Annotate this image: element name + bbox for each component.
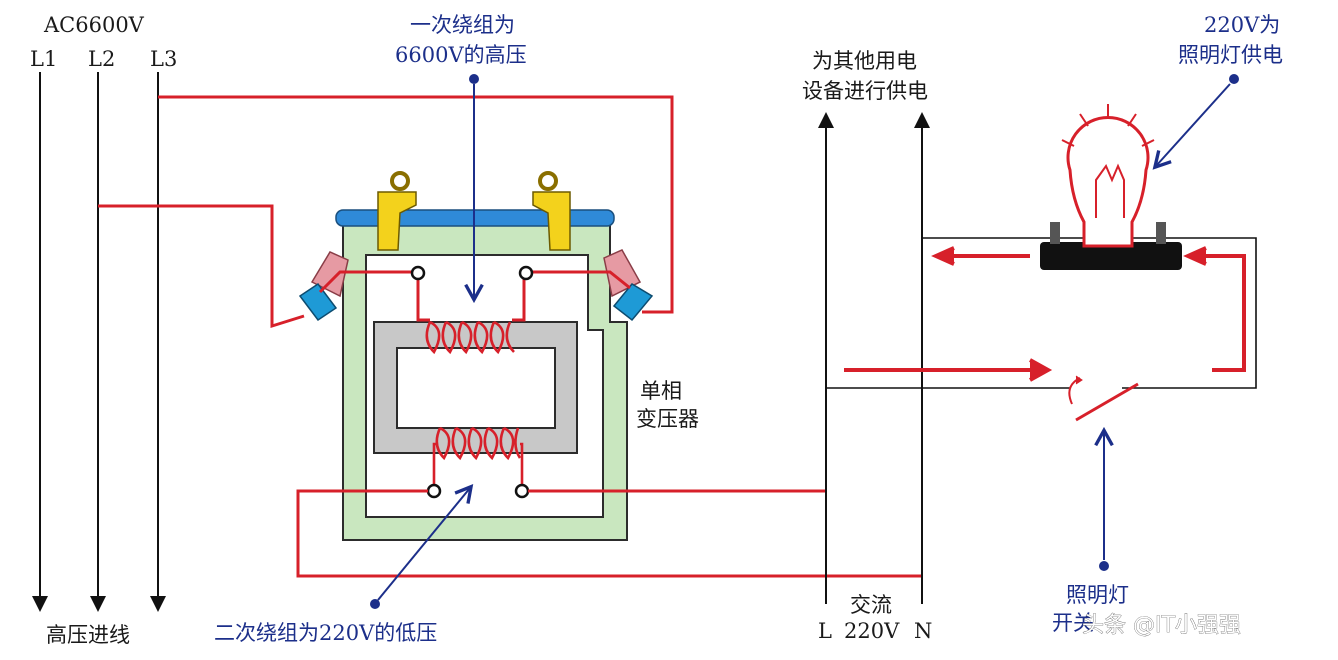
source-voltage-label: AC6600V [43,13,145,37]
line-l2-label: L2 [88,47,115,71]
secondary-note: 二次绕组为220V的低压 [214,621,437,645]
watermark: 头条 @IT小强强 [1082,613,1241,638]
lamp-note-line1: 220V为 [1204,13,1280,37]
ac-output-line1: 交流 [850,593,892,617]
secondary-note-pointer [370,488,470,609]
secondary-wiring [296,489,922,578]
primary-terminal-right [518,265,534,281]
output-N-label: N [914,619,932,643]
primary-terminal-left [410,265,426,281]
other-devices-line1: 为其他用电 [812,49,917,73]
line-l3-label: L3 [150,47,177,71]
transformer-label-line2: 变压器 [636,407,699,431]
wire-bushing-right-to-terminal [530,270,631,290]
lifting-clamp-right [532,171,571,251]
output-L-label: L [818,619,832,643]
primary-note-line1: 一次绕组为 [410,13,515,37]
secondary-terminal-right [514,483,530,499]
switch-note-line2: 开关 [1052,611,1094,635]
primary-note-pointer [469,74,479,298]
wire-l2-to-primary [98,204,305,329]
lamp-note-pointer [1156,74,1239,166]
transformer-label-line1: 单相 [640,379,682,403]
light-bulb-icon [1061,104,1155,248]
primary-coil [425,320,515,355]
hv-input-caption: 高压进线 [46,623,130,647]
ac-output-line2: 220V [844,619,900,643]
transformer [298,171,654,541]
current-flow-arrows [844,246,1246,382]
wire-secondary-to-N [296,489,922,578]
transformer-core-window [396,347,556,429]
secondary-coil [432,426,524,484]
switch-note-pointer [1099,432,1109,571]
primary-note-line2: 6600V的高压 [395,43,527,67]
lamp-base [1040,222,1182,270]
other-devices-line2: 设备进行供电 [802,79,928,103]
bushing-right [603,249,654,322]
switch-note-line1: 照明灯 [1066,583,1129,607]
primary-wiring [98,95,674,329]
secondary-terminal-left [426,483,442,499]
lighting-switch [1068,375,1139,422]
line-l1-label: L1 [30,47,57,71]
wire-bushing-left-to-terminal [318,270,412,294]
lamp-note-line2: 照明灯供电 [1178,43,1283,67]
lifting-clamp-left [377,171,417,251]
wire-l3-to-primary [158,95,674,314]
bushing-left [298,251,349,322]
